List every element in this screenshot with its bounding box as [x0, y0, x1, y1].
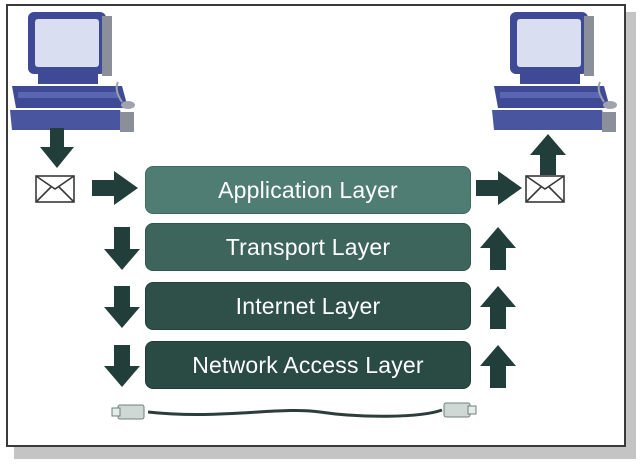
- arrow-icon-down-transport: [104, 227, 140, 270]
- arrow-icon-up-to-computer: [530, 134, 566, 175]
- cable-icon: [111, 402, 477, 420]
- network-access-layer-label: Network Access Layer: [192, 351, 424, 378]
- transport-layer-label: Transport Layer: [225, 233, 391, 260]
- internet-layer-label: Internet Layer: [235, 292, 381, 319]
- envelope-icon-sender: [35, 175, 75, 203]
- internet-layer-box: Internet Layer: [145, 282, 471, 330]
- envelope-icon-receiver: [525, 175, 565, 203]
- arrow-icon-down-to-envelope: [40, 128, 74, 168]
- application-layer-box: Application Layer: [145, 166, 471, 214]
- arrow-icon-out-of-application: [476, 171, 522, 205]
- arrow-icon-down-network: [104, 345, 140, 387]
- computer-icon-sender: [9, 11, 136, 133]
- application-layer-label: Application Layer: [218, 176, 398, 203]
- arrow-icon-into-application: [92, 171, 138, 205]
- computer-icon-receiver: [491, 11, 618, 133]
- network-access-layer-box: Network Access Layer: [145, 341, 471, 389]
- arrow-icon-down-internet: [104, 286, 140, 328]
- arrow-icon-up-internet: [480, 286, 516, 329]
- transport-layer-box: Transport Layer: [145, 223, 471, 271]
- arrow-icon-up-network: [480, 345, 516, 388]
- arrow-icon-up-transport: [480, 227, 516, 270]
